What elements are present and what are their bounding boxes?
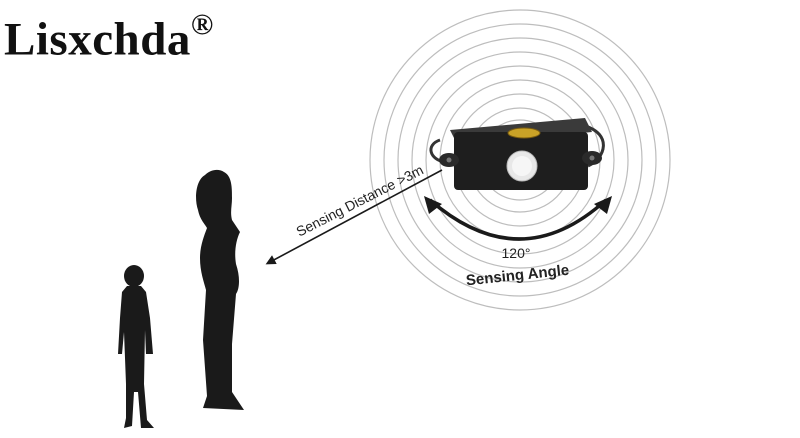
sensing-distance-label: Sensing Distance >3m (294, 162, 426, 240)
mount-hole-right (589, 155, 595, 161)
sensing-angle-label: Sensing Angle (465, 262, 570, 290)
brand-logo: Lisxchda® (4, 8, 214, 67)
gold-label-sticker (507, 127, 541, 139)
man-silhouette (118, 265, 154, 428)
ring (425, 65, 615, 255)
man-body (118, 286, 154, 428)
ring (369, 9, 671, 311)
ring (397, 37, 643, 283)
woman-body (196, 169, 244, 410)
brand-name: Lisxchda (4, 13, 191, 66)
angle-value-label: 120° (502, 245, 531, 261)
mount-hole-left (446, 157, 452, 163)
angle-arrowhead-right (594, 196, 612, 214)
distance-arrow (265, 169, 443, 265)
man-head (124, 265, 144, 287)
angle-arrowhead-left (424, 196, 442, 214)
registered-mark: ® (190, 8, 214, 41)
ring (411, 51, 629, 269)
woman-silhouette (196, 169, 244, 410)
pir-sensor-module (429, 118, 605, 190)
sensing-angle-arc (428, 198, 608, 241)
pir-lens-center (512, 156, 532, 176)
ring (383, 23, 657, 297)
